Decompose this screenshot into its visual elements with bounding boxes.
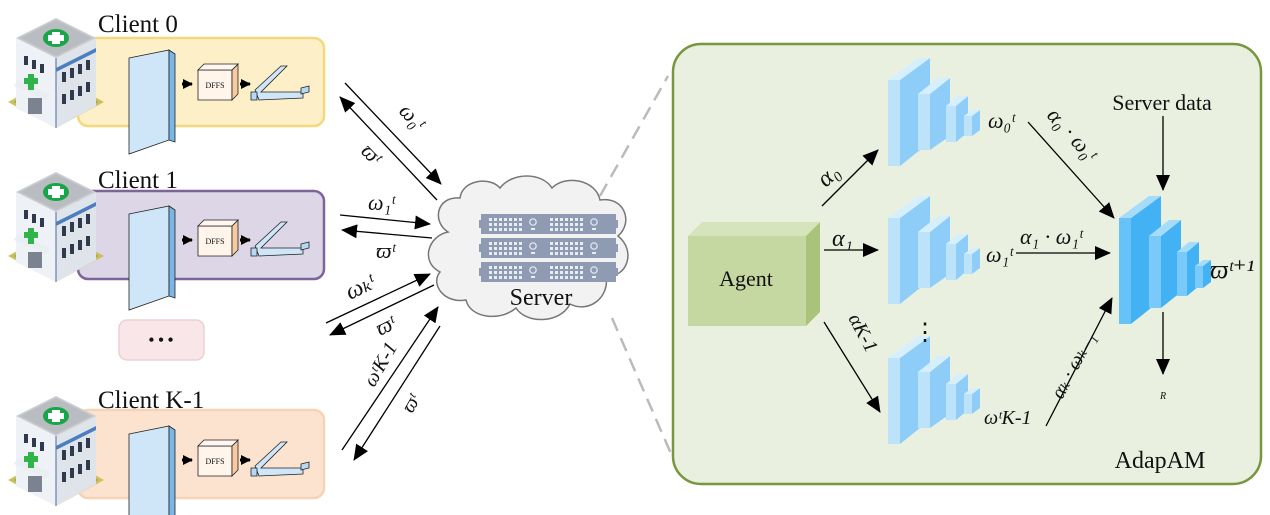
upload-arrow-0 — [344, 82, 442, 185]
upload-label-0: ω₀ᵗ — [394, 98, 432, 136]
encoder-icon — [128, 205, 176, 311]
download-arrow-1 — [341, 224, 433, 239]
server-rack-icon — [478, 213, 619, 283]
download-arrow-k-1 — [353, 325, 441, 461]
download-label-1: ϖᵗ — [376, 238, 397, 263]
reward-label: R — [1159, 391, 1166, 402]
adapam-panel: Agent ⋮ α₀ α₁ αK-1 ω₀ᵗ ω₁ᵗ ωᵗK-1 α₀ · ω₀… — [671, 42, 1263, 486]
download-label-k-1: ϖᵗ — [397, 389, 426, 417]
alpha-1-label: α₁ — [832, 226, 853, 252]
upload-label-k-1: ωᵗK-1 — [359, 338, 402, 390]
encoder-icon — [128, 425, 176, 515]
local-model-0-label: ω₀ᵗ — [988, 108, 1016, 133]
server-label: Server — [510, 285, 573, 311]
client-1-title: Client 1 — [98, 167, 178, 194]
local-model-1-label: ω₁ᵗ — [986, 242, 1014, 267]
download-arrow-0 — [339, 96, 438, 201]
server-data-label: Server data — [1112, 90, 1212, 115]
more-clients-ellipsis: • • • — [118, 319, 205, 361]
weighted-0-arrow — [1027, 121, 1115, 219]
client-k-1-title: Client K-1 — [98, 387, 204, 414]
client-0-title: Client 0 — [98, 11, 178, 38]
dffs-module: DFFS — [197, 439, 239, 477]
server-cloud: Server — [427, 175, 629, 321]
vertical-ellipsis: ⋮ — [913, 320, 937, 346]
upload-label-1: ω₁ᵗ — [368, 190, 396, 215]
client-k-1: Client K-1 DFFS — [7, 387, 326, 515]
agent-label: Agent — [719, 266, 773, 291]
global-model-label: ϖᵗ⁺¹ — [1210, 255, 1254, 284]
local-model-k-1-label: ωᵗK-1 — [984, 407, 1031, 429]
dffs-label: DFFS — [205, 457, 224, 466]
alpha-k-1-arrow — [823, 321, 881, 413]
weighted-k-1-arrow — [1045, 297, 1113, 427]
client-0: Client 0 DFFS — [7, 11, 326, 155]
upload-arrow-k — [325, 273, 431, 324]
upload-arrow-1 — [339, 214, 431, 230]
agent-block: Agent — [688, 222, 820, 326]
ellipsis-text: • • • — [149, 332, 174, 349]
dffs-module: DFFS — [197, 63, 239, 101]
upload-arrow-k-1 — [341, 306, 439, 451]
dffs-label: DFFS — [205, 81, 224, 90]
alpha-0-arrow — [821, 149, 879, 207]
dffs-module: DFFS — [197, 219, 239, 257]
dffs-label: DFFS — [205, 237, 224, 246]
zoom-guide-top — [598, 75, 670, 197]
zoom-guide-bottom — [610, 317, 674, 457]
client-1: Client 1 DFFS — [7, 167, 326, 311]
client-server-links: ω₀ᵗ ϖᵗ ω₁ᵗ ϖᵗ ωₖᵗ ϖᵗ ωᵗK-1 ϖᵗ — [325, 82, 442, 461]
adapam-title: AdapAM — [1115, 448, 1206, 474]
weighted-1-label: α₁ · ω₁ᵗ — [1020, 224, 1084, 249]
encoder-icon — [128, 49, 176, 155]
download-arrow-k — [329, 284, 435, 336]
